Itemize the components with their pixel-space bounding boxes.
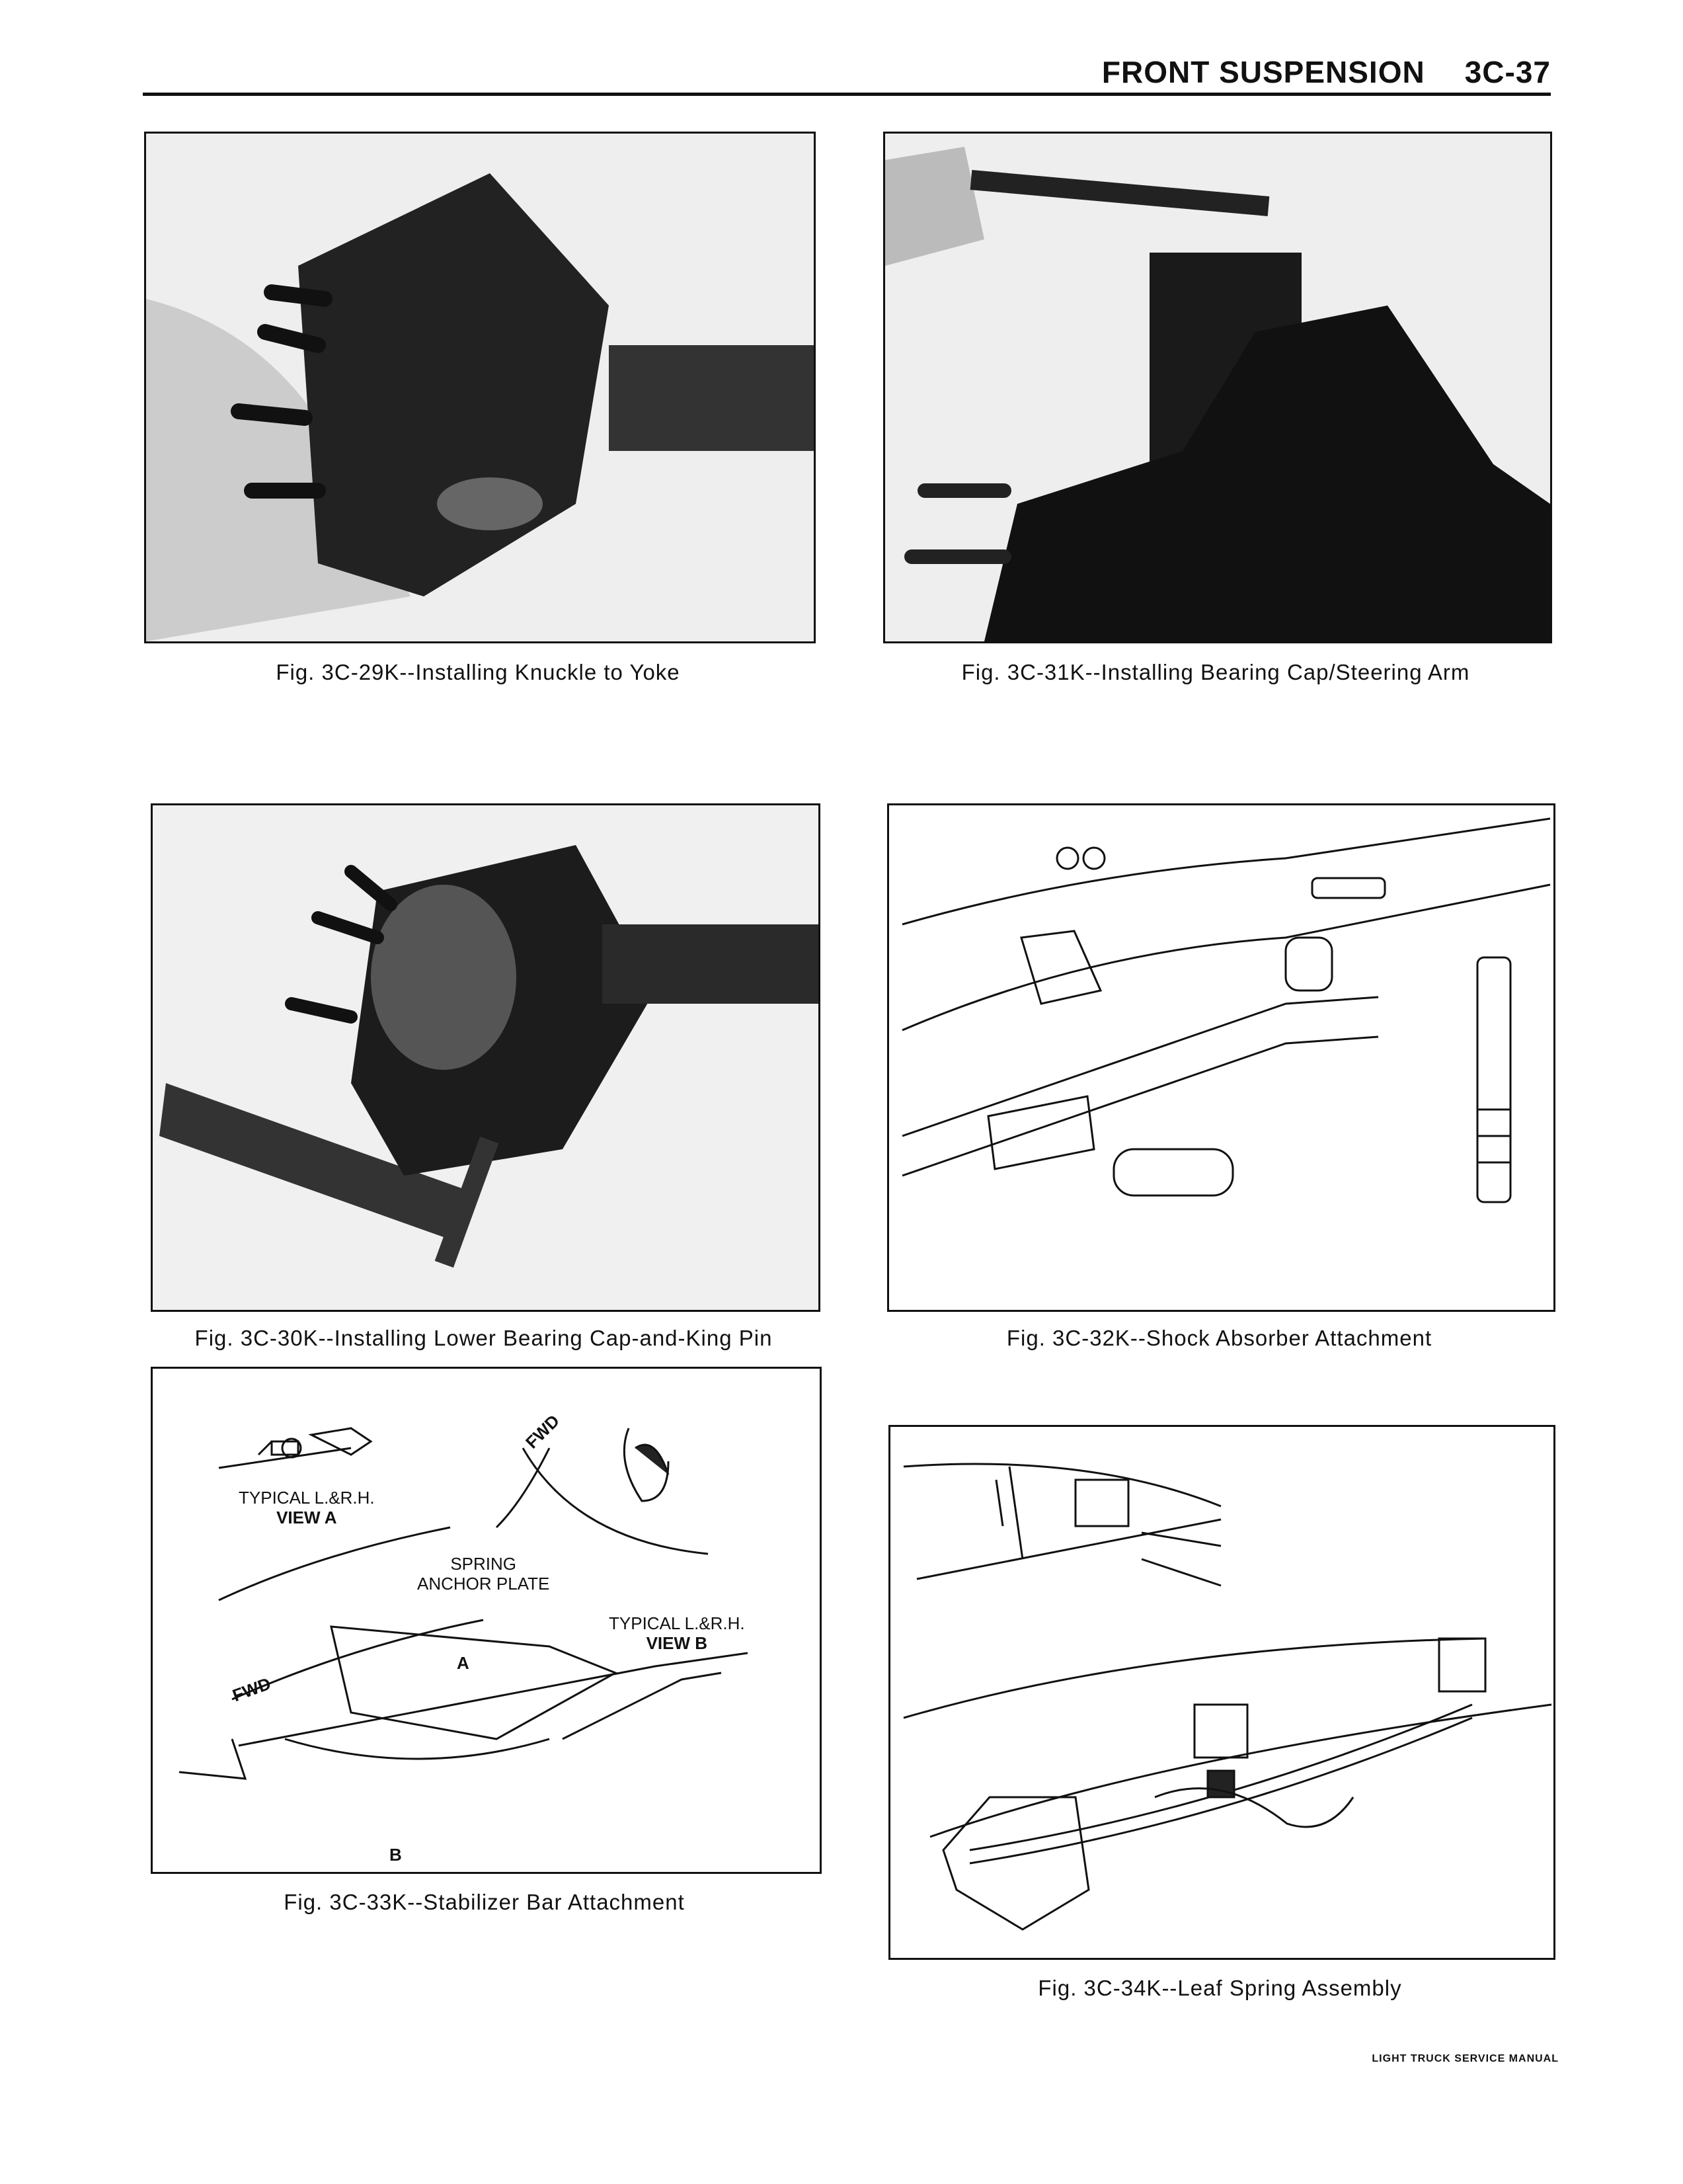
figure-caption: Fig. 3C-34K--Leaf Spring Assembly [1038, 1976, 1402, 2000]
figure-leaf-spring-diagram [888, 1425, 1555, 1960]
figure-caption: Fig. 3C-29K--Installing Knuckle to Yoke [276, 660, 680, 684]
arrow-a-label: A [457, 1653, 469, 1673]
figure-caption: Fig. 3C-33K--Stabilizer Bar Attachment [284, 1890, 685, 1914]
figure-caption: Fig. 3C-31K--Installing Bearing Cap/Stee… [961, 660, 1470, 684]
page-number: 3C-37 [1464, 55, 1551, 89]
figure-caption: Fig. 3C-30K--Installing Lower Bearing Ca… [194, 1326, 773, 1350]
figure-shock-absorber-diagram [887, 803, 1555, 1312]
view-a-label: TYPICAL L.&R.H.VIEW A [239, 1488, 375, 1527]
figure-caption: Fig. 3C-32K--Shock Absorber Attachment [1006, 1326, 1432, 1350]
view-b-label: TYPICAL L.&R.H.VIEW B [609, 1613, 745, 1653]
section-title: FRONT SUSPENSION [1101, 55, 1425, 89]
page-header: FRONT SUSPENSION 3C-37 [1102, 54, 1551, 90]
figure-bearing-cap-photo [883, 132, 1552, 643]
page-footer: LIGHT TRUCK SERVICE MANUAL [1372, 2053, 1559, 2064]
header-rule [143, 93, 1551, 96]
figure-knuckle-photo [144, 132, 816, 643]
arrow-b-label: B [389, 1845, 402, 1865]
figure-king-pin-photo [151, 803, 820, 1312]
